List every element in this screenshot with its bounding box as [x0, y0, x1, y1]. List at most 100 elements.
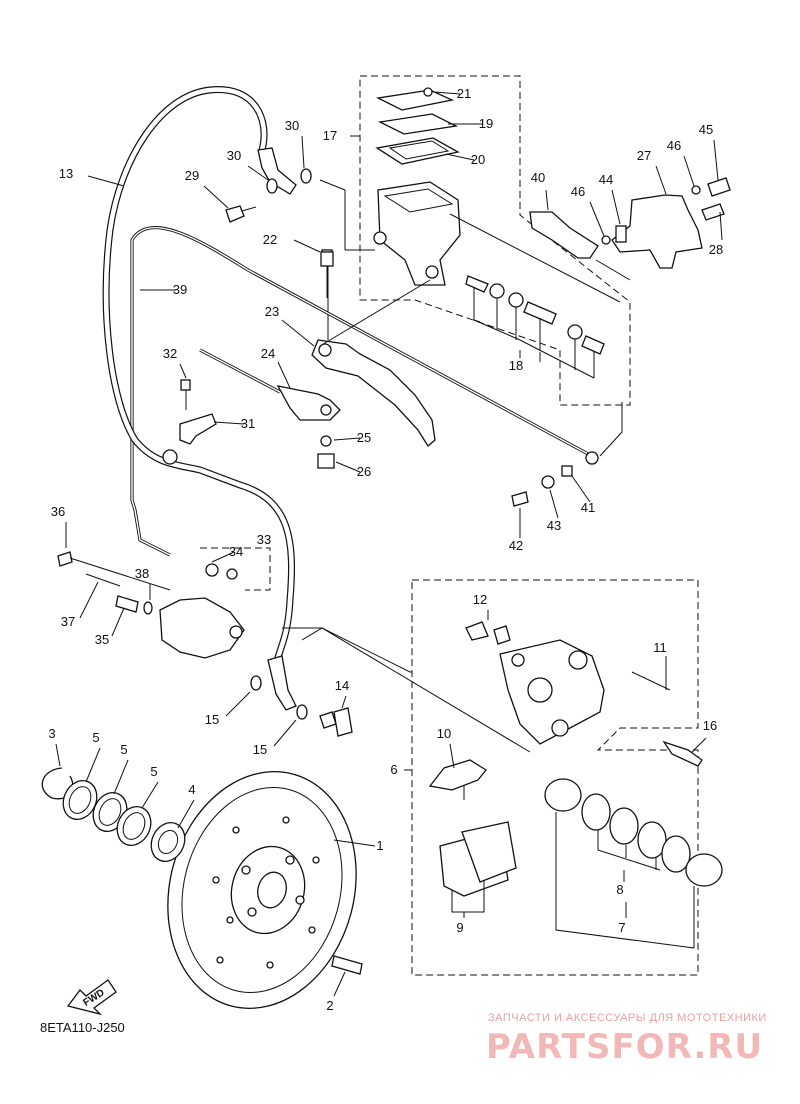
callout-22: 22 [263, 232, 277, 247]
brake-switch [199, 348, 341, 469]
callout-leader-3 [55, 743, 61, 767]
callout-34: 34 [229, 544, 243, 559]
callout-leader-46a [683, 155, 695, 187]
callout-10: 10 [437, 726, 451, 741]
front-brake-hose [102, 86, 297, 711]
callout-17: 17 [323, 128, 337, 143]
caliper-bolts [250, 675, 353, 737]
callout-5a: 5 [92, 730, 99, 745]
callout-leader-16 [691, 737, 707, 753]
callout-27: 27 [637, 148, 651, 163]
callout-leader-35 [111, 607, 125, 637]
callout-leader-43 [549, 489, 559, 519]
callout-1: 1 [376, 838, 383, 853]
callout-leader-30b [247, 165, 269, 181]
callout-leader-25 [333, 437, 361, 441]
callout-30a: 30 [285, 118, 299, 133]
callout-leader-2 [333, 971, 346, 997]
callout-leader-21 [433, 91, 461, 95]
rear-caliper-assembly [57, 547, 271, 659]
callout-41: 41 [581, 500, 595, 515]
callout-44: 44 [599, 172, 613, 187]
master-cylinder-group [359, 75, 631, 406]
callout-leader-1 [333, 839, 376, 847]
drawing-code: 8ETA110-J250 [40, 1020, 125, 1035]
callout-42: 42 [509, 538, 523, 553]
callout-leader-26 [335, 461, 361, 473]
callout-leader-24 [277, 361, 291, 389]
bracket-parts [529, 177, 731, 269]
callout-45: 45 [699, 122, 713, 137]
callout-leader-46b [589, 201, 605, 237]
callout-leader-37 [79, 581, 99, 619]
callout-leader-40 [545, 189, 549, 211]
callout-leader-32 [179, 363, 187, 379]
callout-38: 38 [135, 566, 149, 581]
callout-12: 12 [473, 592, 487, 607]
callout-5c: 5 [150, 764, 157, 779]
callout-29: 29 [185, 168, 199, 183]
callout-46a: 46 [667, 138, 681, 153]
callout-leader-27 [655, 165, 667, 195]
callout-leader-31 [213, 421, 245, 425]
small-hardware [511, 465, 573, 507]
callout-13: 13 [59, 166, 73, 181]
watermark: ЗАПЧАСТИ И АКСЕССУАРЫ ДЛЯ МОТОТЕХНИКИ PA… [486, 1012, 766, 1067]
callout-leader-14 [341, 695, 347, 709]
callout-24: 24 [261, 346, 275, 361]
callout-leader-30a [301, 135, 305, 169]
front-caliper-group [411, 579, 723, 976]
callout-19: 19 [479, 116, 493, 131]
callout-28: 28 [709, 242, 723, 257]
callout-39: 39 [173, 282, 187, 297]
wheel-seals [41, 767, 186, 862]
callout-36: 36 [51, 504, 65, 519]
callout-2: 2 [326, 998, 333, 1013]
callout-6: 6 [390, 762, 397, 777]
callout-7: 7 [618, 920, 625, 935]
callout-leader-10 [449, 743, 455, 769]
callout-leader-28 [719, 211, 723, 241]
callout-37: 37 [61, 614, 75, 629]
callout-20: 20 [471, 152, 485, 167]
callout-leader-45 [713, 139, 719, 181]
disc-key [331, 955, 363, 975]
callout-21: 21 [457, 86, 471, 101]
callout-46b: 46 [571, 184, 585, 199]
callout-11: 11 [653, 640, 667, 655]
callout-32: 32 [163, 346, 177, 361]
callout-23: 23 [265, 304, 279, 319]
brake-cable [130, 226, 599, 557]
callout-leader-15a [225, 691, 251, 717]
callout-26: 26 [357, 464, 371, 479]
callout-leader-22 [293, 239, 321, 253]
callout-leader-23 [281, 319, 315, 347]
callout-leader-20 [445, 153, 475, 161]
callout-5b: 5 [120, 742, 127, 757]
callout-leader-29 [203, 185, 229, 209]
fwd-arrow-icon: FWD [66, 979, 117, 1016]
callout-leader-34 [211, 551, 235, 563]
leader-lines [282, 179, 631, 753]
callout-33: 33 [257, 532, 271, 547]
watermark-brand: PARTSFOR.RU [486, 1027, 763, 1067]
callout-30b: 30 [227, 148, 241, 163]
callout-leader-41 [571, 475, 591, 503]
union-bolt-parts [225, 168, 312, 223]
callout-leader-15b [273, 719, 297, 747]
callout-35: 35 [95, 632, 109, 647]
callout-leader-5b [113, 759, 129, 795]
callout-18: 18 [509, 358, 523, 373]
callout-3: 3 [48, 726, 55, 741]
callout-leader-5a [85, 747, 101, 783]
callout-31: 31 [241, 416, 255, 431]
callout-15b: 15 [253, 742, 267, 757]
callout-leader-44 [611, 189, 621, 225]
callout-leader-4 [177, 799, 195, 829]
callout-15a: 15 [205, 712, 219, 727]
callout-leader-5c [141, 781, 159, 809]
callout-8: 8 [616, 882, 623, 897]
brake-disc [167, 771, 357, 1009]
callout-4: 4 [188, 782, 195, 797]
